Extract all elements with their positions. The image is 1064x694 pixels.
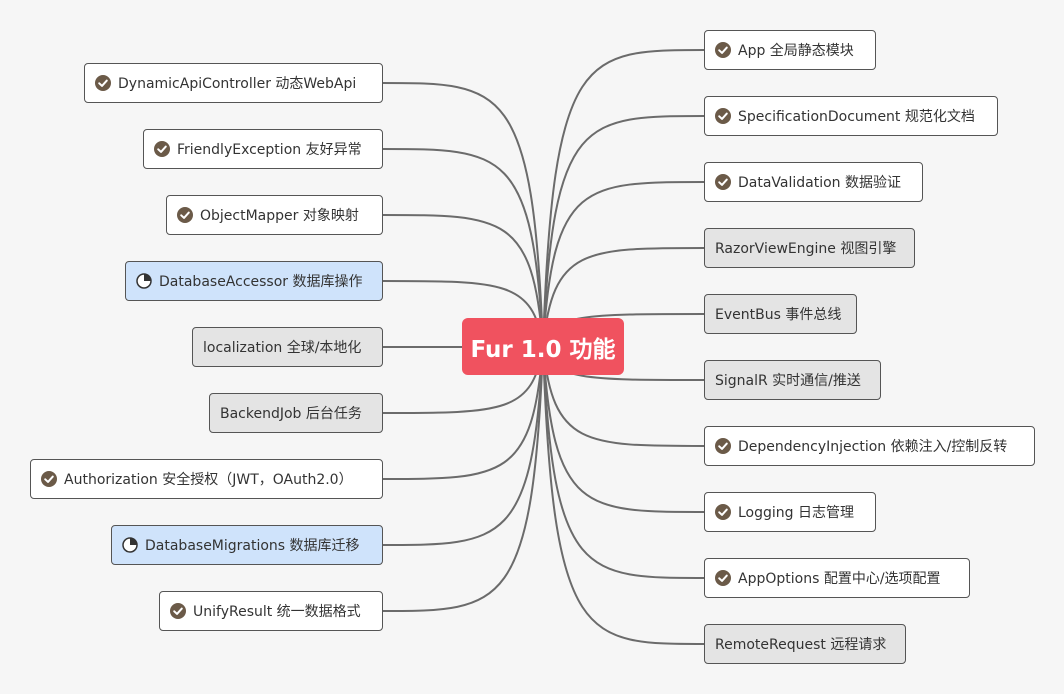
topic-database-accessor[interactable]: DatabaseAccessor 数据库操作 [125,261,383,301]
branch-link [542,345,705,645]
check-circle-icon [154,141,170,157]
topic-label: UnifyResult 统一数据格式 [193,604,361,620]
branch-link [542,247,705,347]
check-circle-icon [177,207,193,223]
topic-data-validation[interactable]: DataValidation 数据验证 [704,162,923,202]
topic-label: Logging 日志管理 [738,505,854,521]
topic-label: ObjectMapper 对象映射 [200,208,359,224]
check-circle-icon [715,438,731,454]
check-circle-icon [41,471,57,487]
branch-link [542,345,705,513]
check-circle-icon [715,108,731,124]
topic-localization[interactable]: localization 全球/本地化 [192,327,383,367]
topic-dynamic-api-controller[interactable]: DynamicApiController 动态WebApi [84,63,383,103]
central-topic-label: Fur 1.0 功能 [470,336,616,363]
topic-friendly-exception[interactable]: FriendlyException 友好异常 [143,129,383,169]
topic-label: RemoteRequest 远程请求 [715,637,887,653]
topic-app-options[interactable]: AppOptions 配置中心/选项配置 [704,558,970,598]
branch-link [382,82,544,347]
topic-logging[interactable]: Logging 日志管理 [704,492,876,532]
topic-specification-document[interactable]: SpecificationDocument 规范化文档 [704,96,998,136]
branch-link [382,214,544,347]
topic-backend-job[interactable]: BackendJob 后台任务 [209,393,383,433]
branch-link [542,49,705,347]
topic-label: FriendlyException 友好异常 [177,142,362,158]
topic-app[interactable]: App 全局静态模块 [704,30,876,70]
topic-label: AppOptions 配置中心/选项配置 [738,571,941,587]
topic-label: App 全局静态模块 [738,43,854,59]
check-circle-icon [715,174,731,190]
check-circle-icon [95,75,111,91]
check-circle-icon [715,570,731,586]
pie-progress-icon [136,273,152,289]
branch-link [382,345,544,546]
check-circle-icon [170,603,186,619]
topic-label: DynamicApiController 动态WebApi [118,76,357,92]
topic-remote-request[interactable]: RemoteRequest 远程请求 [704,624,906,664]
topic-label: BackendJob 后台任务 [220,406,362,422]
topic-label: RazorViewEngine 视图引擎 [715,241,897,257]
topic-label: DataValidation 数据验证 [738,175,902,191]
pie-progress-icon [122,537,138,553]
branch-link [382,345,544,612]
topic-label: EventBus 事件总线 [715,307,842,323]
branch-link [382,345,544,480]
topic-event-bus[interactable]: EventBus 事件总线 [704,294,857,334]
branch-link [542,345,705,447]
topic-dependency-injection[interactable]: DependencyInjection 依赖注入/控制反转 [704,426,1035,466]
topic-authorization[interactable]: Authorization 安全授权（JWT，OAuth2.0） [30,459,383,499]
branch-link [382,148,544,347]
topic-unify-result[interactable]: UnifyResult 统一数据格式 [159,591,383,631]
branch-link [542,181,705,347]
topic-label: DatabaseMigrations 数据库迁移 [145,538,360,554]
topic-label: Authorization 安全授权（JWT，OAuth2.0） [64,472,353,488]
topic-label: SignalR 实时通信/推送 [715,373,861,389]
topic-label: SpecificationDocument 规范化文档 [738,109,975,125]
topic-object-mapper[interactable]: ObjectMapper 对象映射 [166,195,383,235]
branch-link [542,115,705,347]
topic-database-migrations[interactable]: DatabaseMigrations 数据库迁移 [111,525,383,565]
topic-razor-view-engine[interactable]: RazorViewEngine 视图引擎 [704,228,915,268]
topic-label: DatabaseAccessor 数据库操作 [159,274,363,290]
check-circle-icon [715,42,731,58]
topic-label: DependencyInjection 依赖注入/控制反转 [738,439,1008,455]
central-topic[interactable]: Fur 1.0 功能 [462,318,624,375]
check-circle-icon [715,504,731,520]
topic-signalr[interactable]: SignalR 实时通信/推送 [704,360,881,400]
topic-label: localization 全球/本地化 [203,340,362,356]
branch-link [542,345,705,579]
